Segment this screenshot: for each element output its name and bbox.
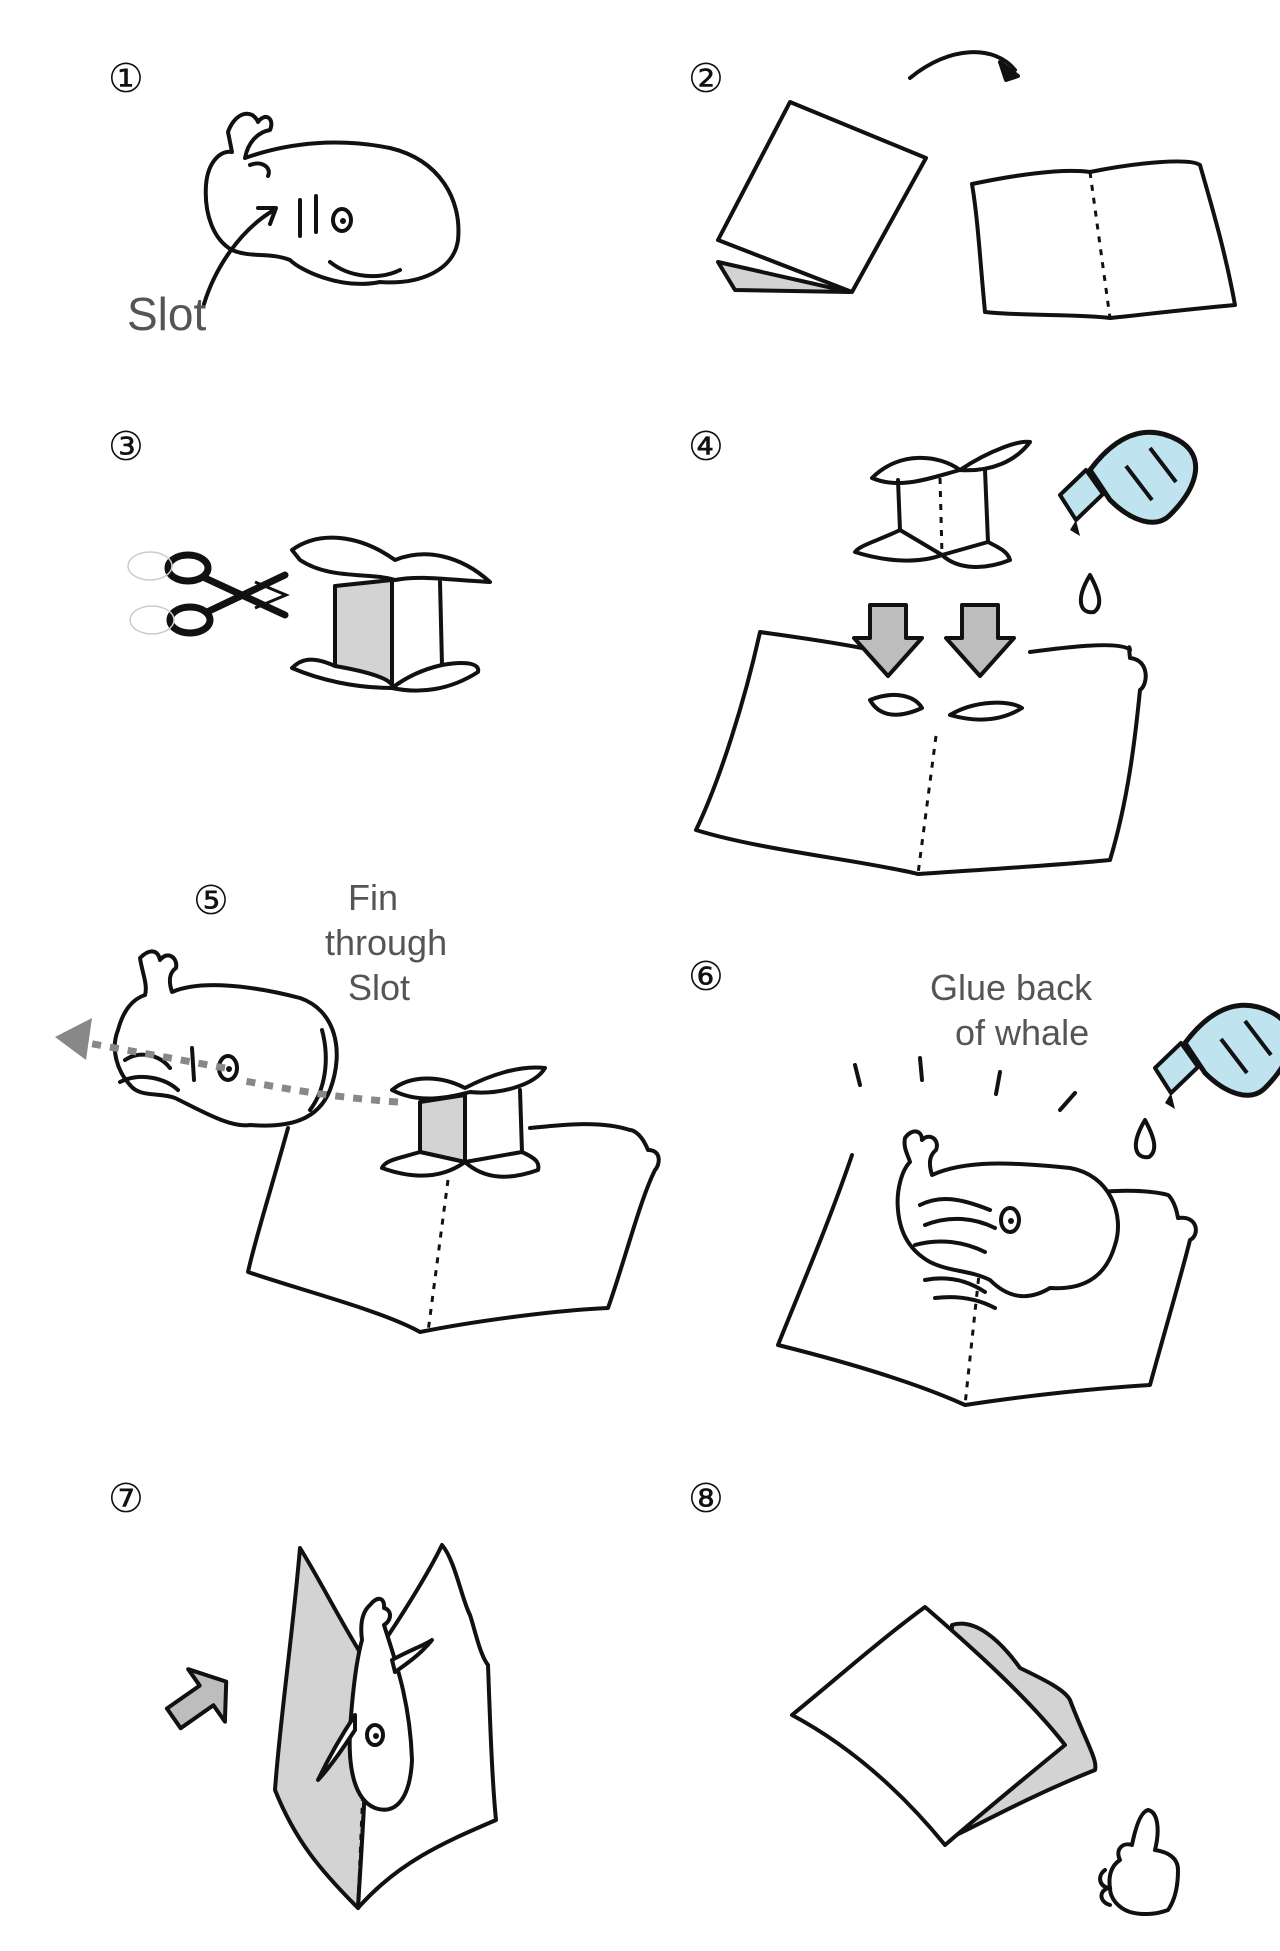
- step-8: ⑧: [688, 1476, 1180, 1917]
- step-8-number: ⑧: [688, 1476, 724, 1522]
- opened-card: [970, 159, 1237, 320]
- whale-folded-inside: [316, 1596, 434, 1812]
- whale-cutout: [203, 111, 461, 286]
- slot-pointer-arrow: [202, 208, 276, 306]
- step-6: ⑥ Glue back of whale: [688, 954, 1280, 1407]
- step-1: ① Slot: [108, 56, 461, 340]
- glue-drop-icon: [1133, 1118, 1157, 1160]
- step-7: ⑦: [108, 1476, 498, 1910]
- open-card-base: [776, 1153, 1198, 1407]
- fin-through-slot-guide: [81, 1038, 226, 1072]
- flip-arrow: [908, 50, 1017, 80]
- step-1-number: ①: [108, 56, 144, 102]
- glue-bottle-icon: [1153, 1002, 1280, 1109]
- step-5-label-line-1: Fin: [348, 877, 398, 918]
- standing-tab: [380, 1065, 547, 1179]
- fin-through-slot-guide: [239, 1076, 399, 1106]
- closed-card: [790, 1605, 1098, 1847]
- step-6-label-line-1: Glue back: [930, 967, 1093, 1008]
- cut-tab-to-glue: [853, 439, 1032, 569]
- step-5-label-line-2: through: [325, 922, 447, 963]
- whale-cutout: [112, 949, 339, 1128]
- motion-lines: [853, 1056, 1077, 1112]
- step-2-number: ②: [688, 56, 724, 102]
- down-arrow-icon: [852, 603, 924, 678]
- cut-fin-tab: [290, 535, 492, 693]
- step-4-number: ④: [688, 424, 724, 470]
- flip-arrowhead: [998, 60, 1020, 82]
- thumbs-up-icon: [1098, 1808, 1180, 1917]
- glue-bottle-icon: [1058, 429, 1199, 536]
- open-card-base: [694, 630, 1148, 876]
- step-7-number: ⑦: [108, 1476, 144, 1522]
- slot-label: Slot: [127, 288, 206, 340]
- whale-glued-on-card: [895, 1129, 1120, 1310]
- step-6-label-line-2: of whale: [955, 1012, 1089, 1053]
- open-card-base: [246, 1122, 661, 1334]
- closing-card: [273, 1543, 498, 1910]
- step-3: ③: [108, 424, 492, 693]
- slot-pointer-arrowhead: [256, 206, 278, 226]
- right-arrow-icon: [164, 1667, 229, 1731]
- step-3-number: ③: [108, 424, 144, 470]
- step-6-number: ⑥: [688, 954, 724, 1000]
- step-5-number: ⑤: [193, 878, 229, 924]
- step-5-label-line-3: Slot: [348, 967, 410, 1008]
- left-arrowhead-icon: [55, 1018, 92, 1060]
- scissors-icon: [127, 551, 290, 637]
- down-arrow-icon: [944, 603, 1016, 678]
- step-4: ④: [688, 424, 1199, 876]
- step-2: ②: [688, 50, 1237, 320]
- glue-drop-icon: [1078, 573, 1102, 615]
- folded-card: [716, 100, 928, 294]
- step-5: ⑤ Fin through Slot: [55, 877, 661, 1334]
